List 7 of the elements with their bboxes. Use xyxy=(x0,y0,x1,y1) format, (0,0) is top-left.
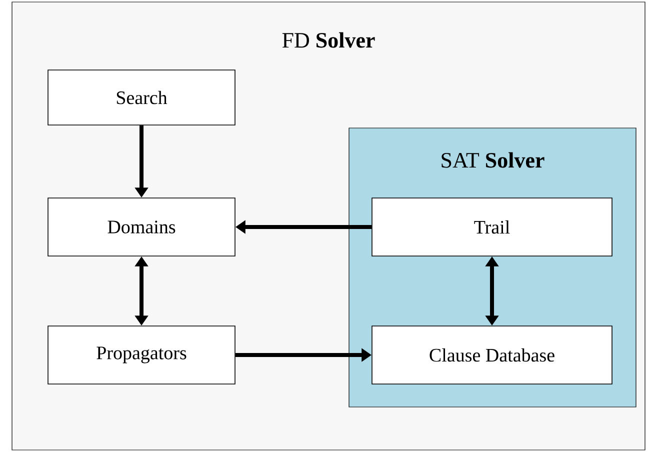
heading: FD Solver xyxy=(282,32,375,48)
process-box: Clause Database xyxy=(372,326,612,384)
process-box: Search xyxy=(48,70,236,126)
process-box: Trail xyxy=(372,198,612,256)
process-box: Propagators xyxy=(48,326,236,384)
heading: SAT Solver xyxy=(442,152,544,168)
process-box: Domains xyxy=(48,198,236,256)
